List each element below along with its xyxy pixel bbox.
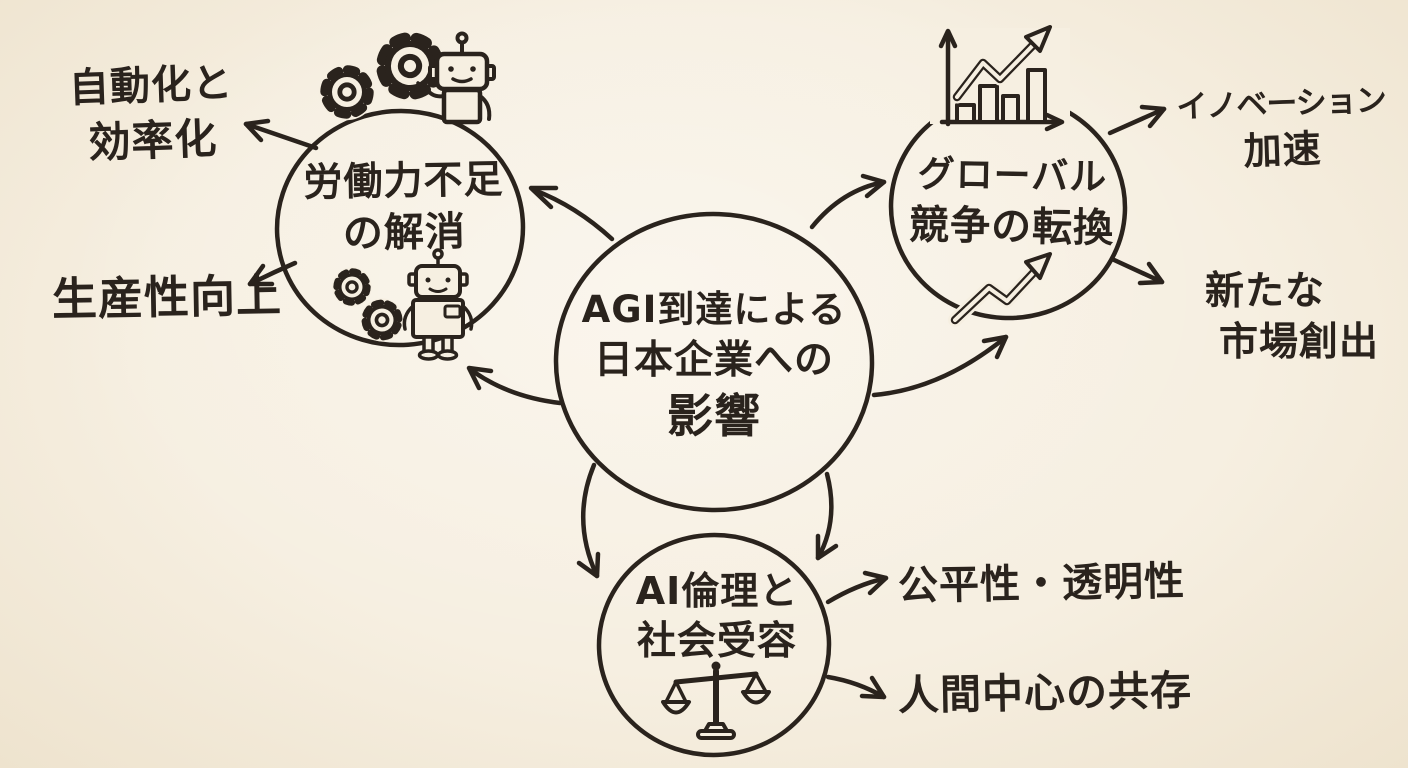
waving-robot-icon [414, 31, 496, 125]
arrow-center-to-global-lower [871, 334, 1009, 398]
robot-icon [402, 248, 474, 361]
leaf-fairness-label: 公平性・透明性 [897, 558, 1186, 610]
leaf-automation-label: 自動化と 効率化 [68, 60, 234, 168]
arrow-center-to-ethics-left [576, 462, 601, 579]
global-competition-node-label: グローバル 競争の転換 [908, 152, 1115, 252]
leaf-new-market-label: 新たな 市場創出 [1205, 269, 1380, 366]
balance-scale-icon [661, 661, 771, 740]
arrow-global-to-innovation [1107, 104, 1167, 136]
rising-trend-arrow-icon [948, 252, 1052, 327]
arrow-center-to-labor-lower [466, 365, 563, 406]
arrow-center-to-global-upper [809, 173, 887, 230]
leaf-coexistence-label: 人間中心の共存 [897, 666, 1193, 720]
labor-node-label: 労働力不足 の解消 [303, 157, 504, 258]
arrow-labor-to-automation [243, 118, 319, 151]
arrow-ethics-to-fairness [825, 570, 889, 605]
arrow-center-to-ethics-right [815, 471, 839, 561]
center-node-label: AGI到達による 日本企業への 影響 [581, 288, 847, 444]
ethics-node-circle [596, 532, 832, 758]
arrow-labor-to-productivity [247, 260, 298, 287]
arrow-center-to-labor-upper [528, 185, 615, 242]
labor-node-circle [274, 108, 526, 348]
gear-icon [332, 267, 409, 347]
leaf-innovation-label: イノベーション 加速 [1175, 82, 1387, 174]
ai-ethics-node-label: AI倫理と 社会受容 [635, 569, 799, 665]
arrow-global-to-market [1109, 256, 1165, 286]
center-node-circle [553, 211, 875, 513]
leaf-productivity-label: 生産性向上 [51, 268, 283, 327]
growth-chart-icon [930, 25, 1070, 132]
arrow-ethics-to-coexistence [825, 674, 887, 700]
